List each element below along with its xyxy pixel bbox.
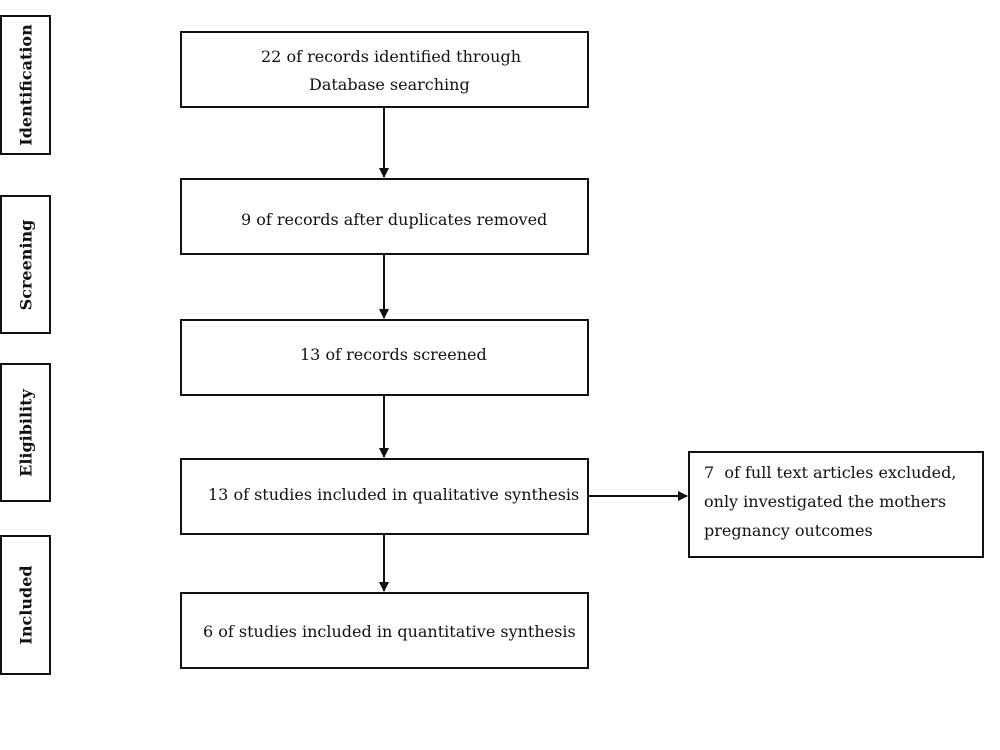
box-articles-excluded-line2: only investigated the mothers xyxy=(704,492,947,511)
box-duplicates-removed: 9 of records after duplicates removed xyxy=(180,178,589,255)
box-quantitative-synthesis: 6 of studies included in quantitative sy… xyxy=(180,592,589,669)
box-qualitative-synthesis: 13 of studies included in qualitative sy… xyxy=(180,458,589,535)
stage-included: Included xyxy=(0,535,51,675)
stage-identification: Identification xyxy=(0,15,51,155)
box-records-screened: 13 of records screened xyxy=(180,319,589,396)
stage-screening: Screening xyxy=(0,195,51,334)
box-qualitative-synthesis-text: 13 of studies included in qualitative sy… xyxy=(208,485,580,504)
box-articles-excluded-line3: pregnancy outcomes xyxy=(704,521,873,540)
box-articles-excluded-line1: 7 of full text articles excluded, xyxy=(704,463,957,482)
box-records-identified-line2: Database searching xyxy=(309,75,470,94)
box-records-identified-line1: 22 of records identified through xyxy=(261,47,521,66)
stage-eligibility: Eligibility xyxy=(0,363,51,502)
box-records-identified: 22 of records identified through Databas… xyxy=(180,31,589,108)
box-records-screened-text: 13 of records screened xyxy=(300,345,487,364)
box-duplicates-removed-text: 9 of records after duplicates removed xyxy=(241,210,548,229)
box-quantitative-synthesis-text: 6 of studies included in quantitative sy… xyxy=(203,622,576,641)
box-articles-excluded: 7 of full text articles excluded, only i… xyxy=(688,451,984,558)
